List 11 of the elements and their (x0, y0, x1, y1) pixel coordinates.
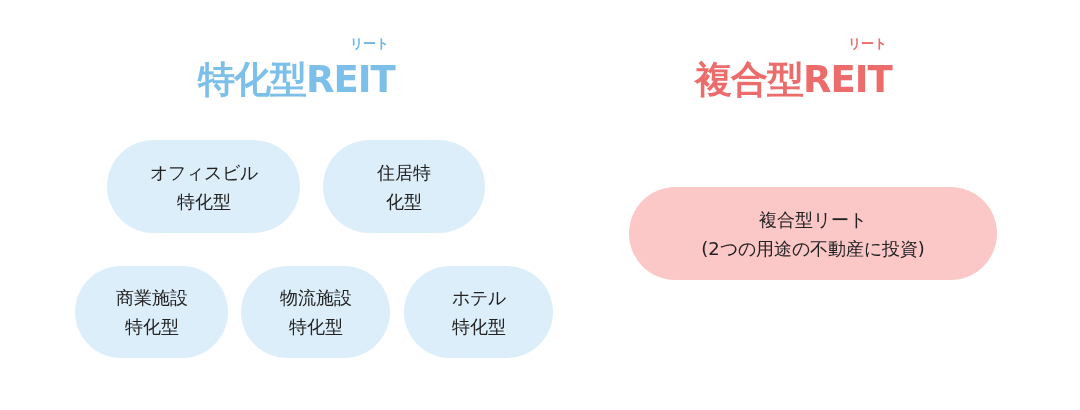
pill-text: オフィスビル特化型 (148, 160, 259, 214)
pill-text: 複合型リート (759, 207, 867, 232)
ruby-reading: リート (350, 36, 389, 52)
ruby-reading: リート (848, 36, 887, 52)
heading: 特化型REIT (198, 57, 395, 103)
pill-text: 商業施設特化型 (114, 286, 189, 339)
pill-text: ホテル特化型 (450, 286, 507, 339)
pill-text: 物流施設特化型 (278, 286, 353, 339)
pill-text: 住居特化型 (376, 160, 432, 214)
heading: 複合型REIT (695, 57, 892, 103)
pill-text: (2つの用途の不動産に投資) (701, 236, 925, 261)
